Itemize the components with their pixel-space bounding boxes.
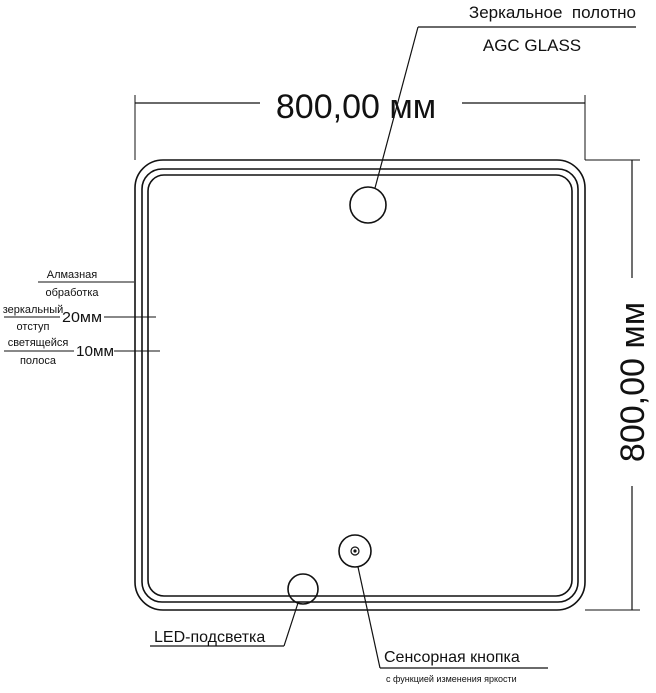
sensor-button-dot-ring xyxy=(350,546,360,556)
light-strip-line2: полоса xyxy=(20,355,57,367)
diamond-line2: обработка xyxy=(45,287,99,299)
led-marker xyxy=(287,573,319,605)
led-label: LED-подсветка xyxy=(154,629,265,646)
mirror-sheet-marker xyxy=(349,186,387,224)
light-strip-value: 10мм xyxy=(76,343,114,360)
light-strip-line1: светящейся xyxy=(8,337,69,349)
sensor-button-icon xyxy=(338,534,372,568)
sensor-button-subtitle: с функцией изменения яркости xyxy=(386,674,517,684)
mirror-offset-value: 20мм xyxy=(62,309,102,326)
diamond-processing-label: Алмазная обработка xyxy=(38,269,134,299)
mirror-body xyxy=(134,159,586,611)
diamond-line1: Алмазная xyxy=(47,269,98,281)
mirror-inner-edge-1 xyxy=(141,168,579,603)
sensor-button-dot xyxy=(353,549,357,553)
width-label: 800,00 мм xyxy=(276,88,436,126)
mirror-outer-edge xyxy=(134,159,586,611)
led-callout: LED-подсветка xyxy=(150,573,319,647)
mirror-sheet-brand: AGC GLASS xyxy=(483,36,581,55)
light-strip-label: светящейся полоса 10мм xyxy=(4,337,160,367)
mirror-offset-label: зеркальный отступ 20мм xyxy=(3,304,156,333)
mirror-sheet-title: Зеркальное полотно xyxy=(469,3,636,22)
height-dimension: 800,00 мм xyxy=(585,159,652,611)
mirror-offset-line1: зеркальный xyxy=(3,304,64,316)
sensor-button-callout: Сенсорная кнопка с функцией изменения яр… xyxy=(338,534,548,684)
mirror-inner-edge-2 xyxy=(147,174,573,597)
height-label: 800,00 мм xyxy=(614,302,652,462)
mirror-sheet-callout: Зеркальное полотно AGC GLASS xyxy=(349,3,636,224)
sensor-button-title: Сенсорная кнопка xyxy=(384,649,520,666)
width-dimension: 800,00 мм xyxy=(134,88,586,160)
mirror-offset-line2: отступ xyxy=(17,321,50,333)
